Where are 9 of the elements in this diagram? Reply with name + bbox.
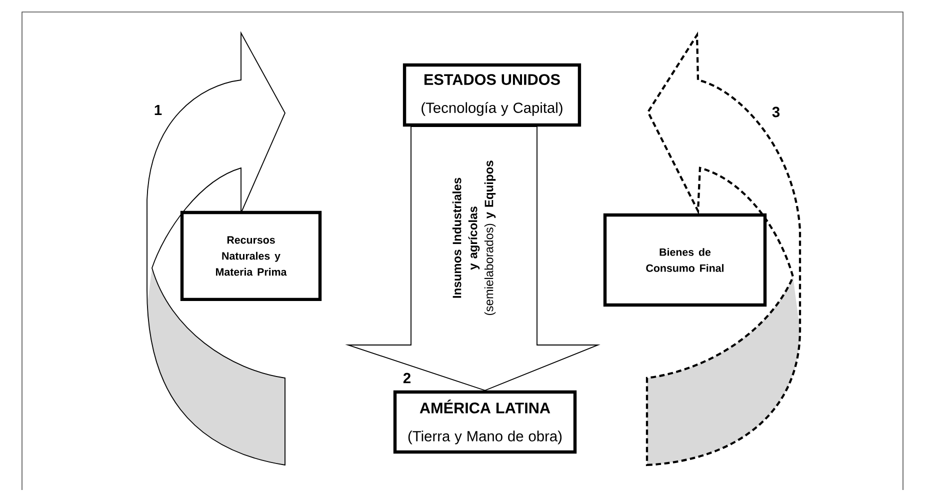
- block-arrow: [345, 126, 600, 391]
- text-box: AMÉRICA LATINA (Tierra y Mano de obra): [393, 390, 577, 454]
- text-box: Bienes de Consumo Final: [603, 213, 767, 307]
- text-box: Recursos Naturales y Materia Prima: [180, 210, 322, 302]
- callout-number: 1: [154, 104, 162, 116]
- curved-arrow: [646, 34, 802, 466]
- curved-arrow: [146, 32, 286, 466]
- text-box: ESTADOS UNIDOS (Tecnología y Capital): [402, 63, 582, 127]
- callout-number: 3: [772, 106, 780, 118]
